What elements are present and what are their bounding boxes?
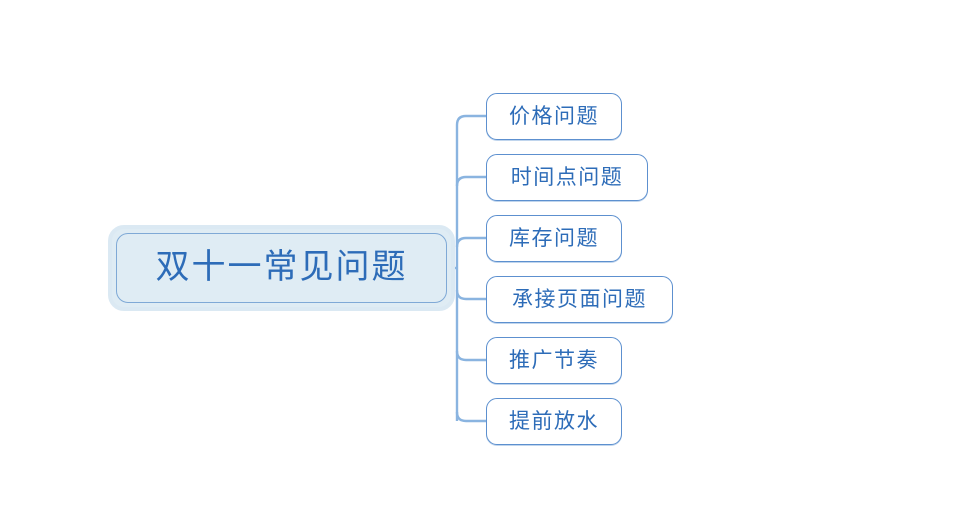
connector-branch-5 <box>455 350 486 362</box>
child-node-label: 推广节奏 <box>509 348 599 372</box>
child-node-3[interactable]: 库存问题 <box>486 215 622 262</box>
child-node-label: 承接页面问题 <box>512 287 647 311</box>
child-node-4[interactable]: 承接页面问题 <box>486 276 673 323</box>
child-node-label: 库存问题 <box>509 226 599 250</box>
root-node-label: 双十一常见问题 <box>155 249 408 286</box>
child-node-label: 价格问题 <box>509 104 599 128</box>
root-node-inner-border <box>116 233 447 303</box>
child-node-6[interactable]: 提前放水 <box>486 398 622 445</box>
child-node-label: 提前放水 <box>509 409 599 433</box>
child-node-1[interactable]: 价格问题 <box>486 93 622 140</box>
child-node-label: 时间点问题 <box>510 165 624 189</box>
connector-branch-4 <box>455 289 486 301</box>
connector-branch-6 <box>455 411 486 423</box>
root-node[interactable]: 双十一常见问题 <box>108 225 455 311</box>
connector-branch-2 <box>455 175 486 187</box>
connector-branch-3 <box>455 236 486 248</box>
child-node-5[interactable]: 推广节奏 <box>486 337 622 384</box>
connector-branch-1 <box>455 114 486 126</box>
child-node-2[interactable]: 时间点问题 <box>486 154 648 201</box>
